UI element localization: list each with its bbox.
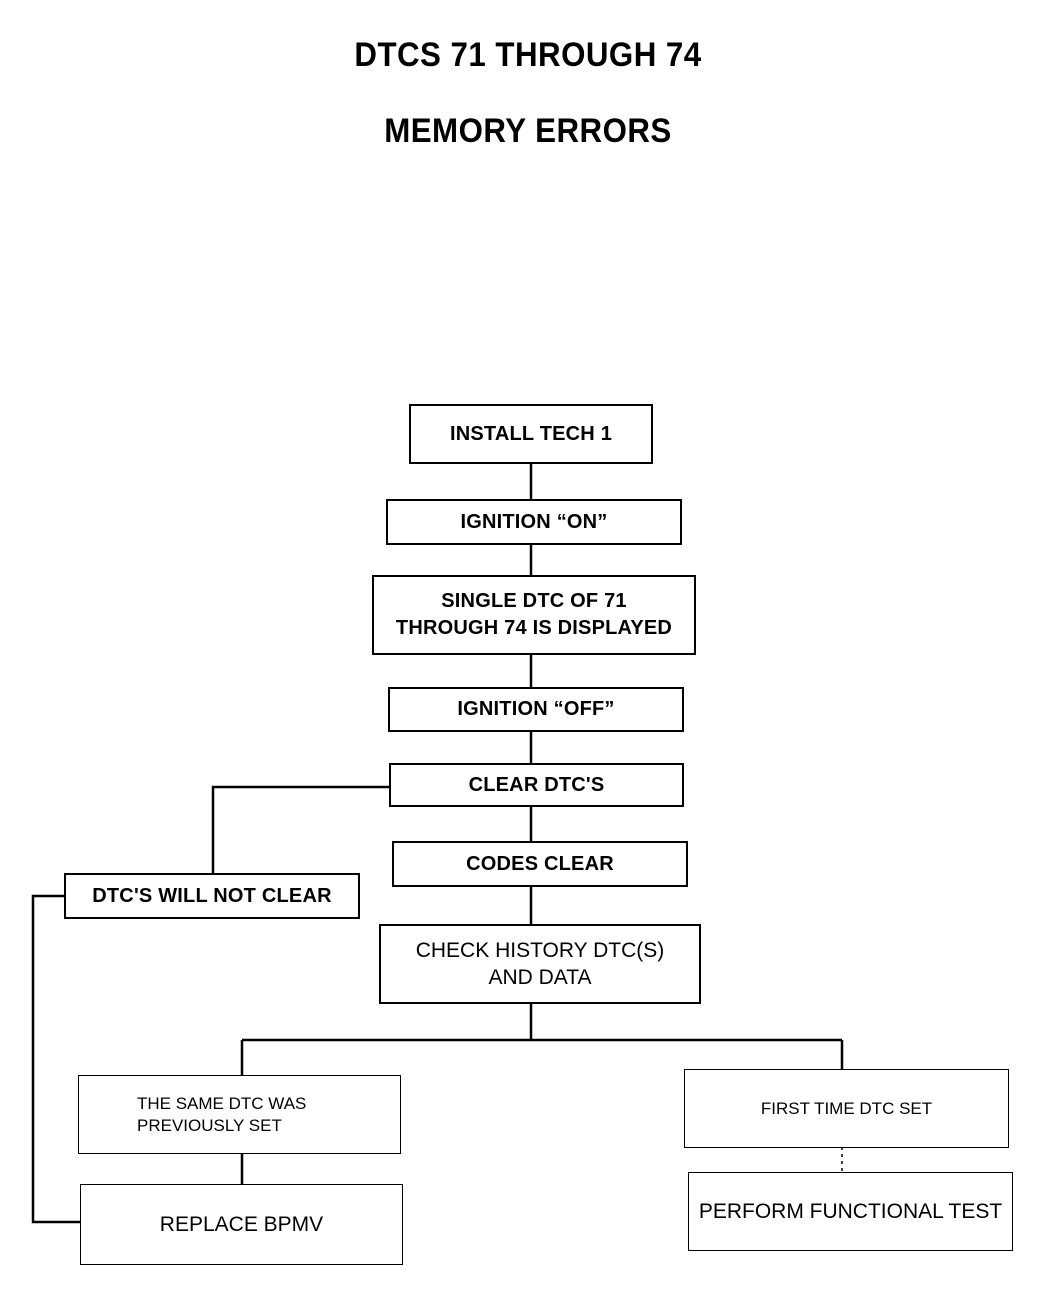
step-clear-dtcs: CLEAR DTC'S	[389, 763, 684, 807]
step-replace-bpmv: REPLACE BPMV	[80, 1184, 403, 1265]
page-subtitle: MEMORY ERRORS	[384, 112, 672, 150]
step-install-tech1: INSTALL TECH 1	[409, 404, 653, 464]
step-ignition-off: IGNITION “OFF”	[388, 687, 684, 732]
step-ignition-on: IGNITION “ON”	[386, 499, 682, 545]
step-codes-clear: CODES CLEAR	[392, 841, 688, 887]
step-dtcs-will-not-clear: DTC'S WILL NOT CLEAR	[64, 873, 360, 919]
step-check-history-dtcs: CHECK HISTORY DTC(S) AND DATA	[379, 924, 701, 1004]
step-same-dtc-previously-set: THE SAME DTC WAS PREVIOUSLY SET	[78, 1075, 401, 1154]
step-single-dtc-displayed: SINGLE DTC OF 71 THROUGH 74 IS DISPLAYED	[372, 575, 696, 655]
step-first-time-dtc-set: FIRST TIME DTC SET	[684, 1069, 1009, 1148]
step-perform-functional-test: PERFORM FUNCTIONAL TEST	[688, 1172, 1013, 1251]
connector-not-clear-to-replace	[31, 894, 81, 1224]
page-title: DTCS 71 THROUGH 74	[354, 36, 702, 74]
connector-clear-to-not-clear	[211, 785, 389, 874]
